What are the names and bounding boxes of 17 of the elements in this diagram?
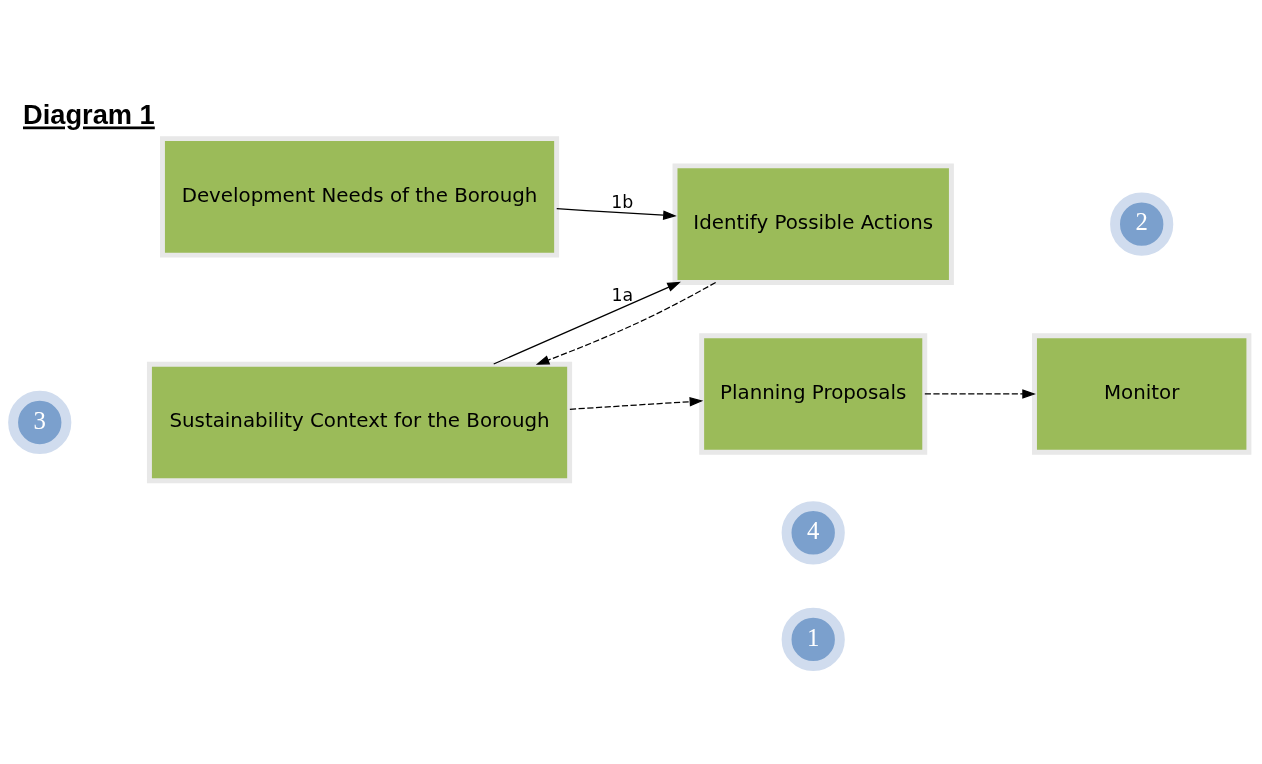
arrow (535, 281, 717, 365)
node-box: Monitor (1032, 332, 1252, 455)
arrow (924, 388, 1036, 399)
node-circle: 3 (8, 390, 72, 454)
diagram-title: Diagram 1 (23, 98, 155, 130)
node-circle: 4 (781, 500, 845, 564)
node-box: Planning Proposals (699, 332, 928, 455)
node-box: Development Needs of the Borough (160, 135, 560, 258)
edge-label: 1a (611, 284, 634, 305)
node-box: Identify Possible Actions (672, 162, 954, 285)
node-circle: 1 (781, 607, 845, 671)
node-box: Sustainability Context for the Borough (146, 361, 573, 483)
arrow (569, 396, 704, 410)
arrow (556, 207, 677, 220)
edge-label: 1b (611, 191, 634, 212)
node-circle: 2 (1110, 192, 1174, 256)
arrow (493, 281, 681, 365)
